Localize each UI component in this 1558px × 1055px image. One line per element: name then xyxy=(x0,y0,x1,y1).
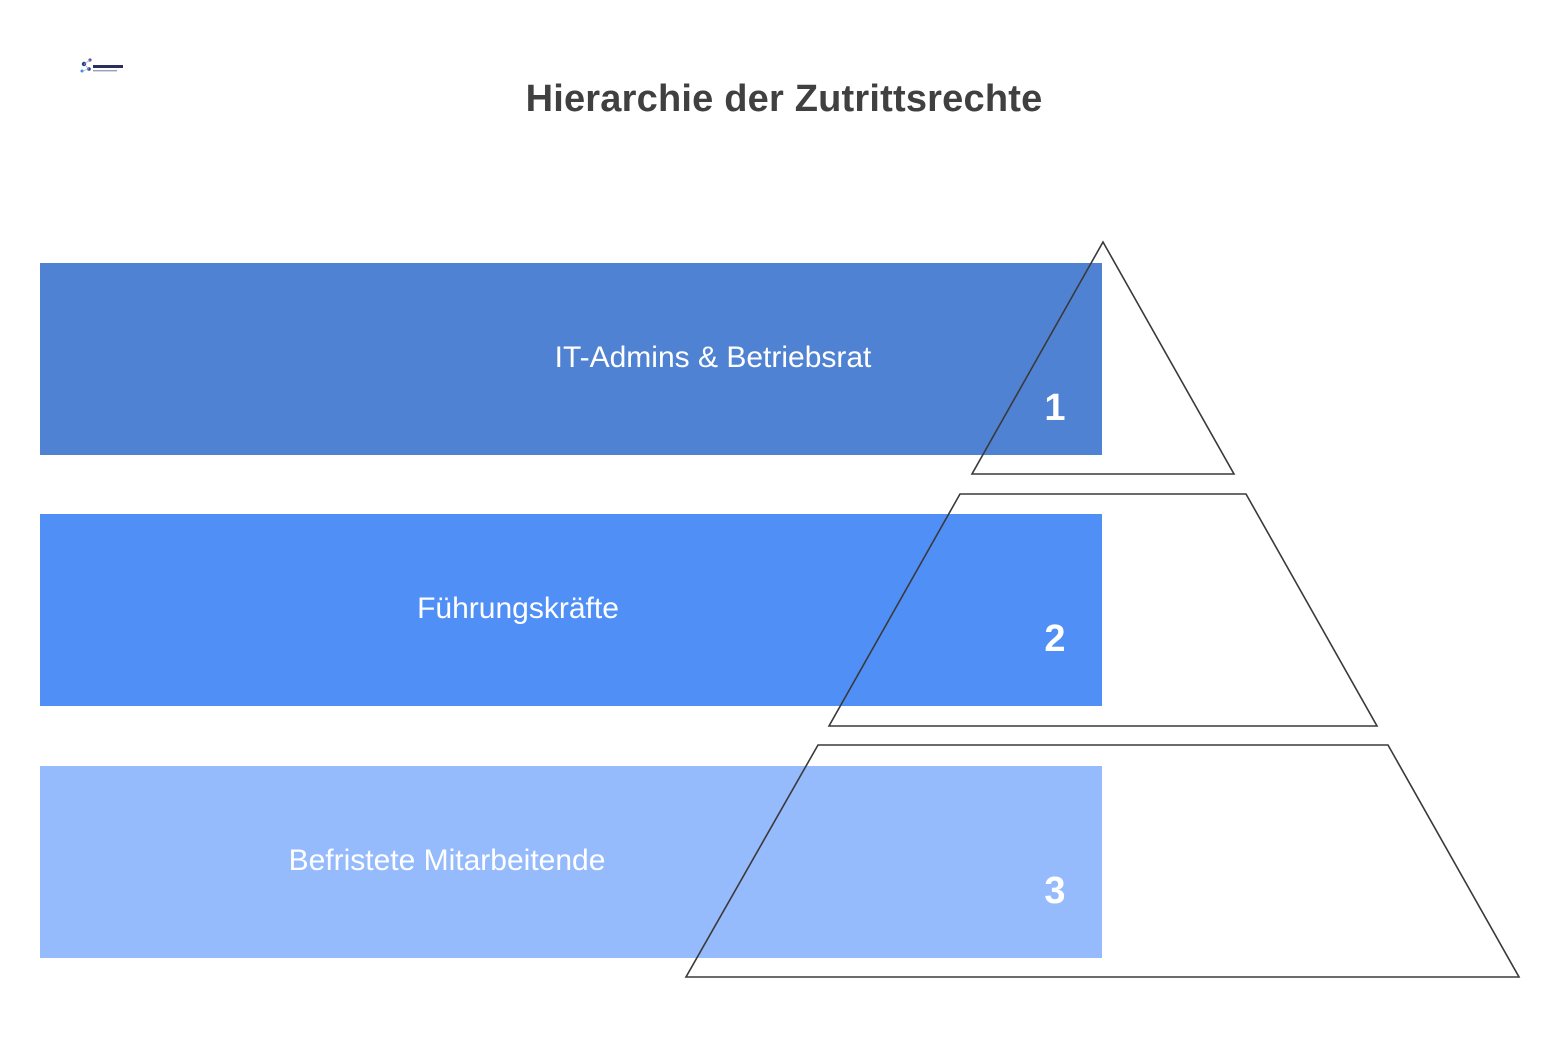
level-label-2: Führungskräfte xyxy=(417,592,619,625)
level-label-1: IT-Admins & Betriebsrat xyxy=(554,341,872,374)
logo xyxy=(80,58,123,73)
level-number-1: 1 xyxy=(1044,387,1066,429)
level-bar-1: IT-Admins & Betriebsrat 1 xyxy=(40,263,1102,455)
level-bar-3: Befristete Mitarbeitende 3 xyxy=(40,766,1102,958)
page-title: Hierarchie der Zutrittsrechte xyxy=(525,78,1043,120)
level-label-3: Befristete Mitarbeitende xyxy=(288,844,606,877)
network-logo-icon xyxy=(80,58,123,73)
level-bar-2: Führungskräfte 2 xyxy=(40,514,1102,706)
level-number-2: 2 xyxy=(1044,618,1066,660)
level-number-3: 3 xyxy=(1044,870,1066,912)
